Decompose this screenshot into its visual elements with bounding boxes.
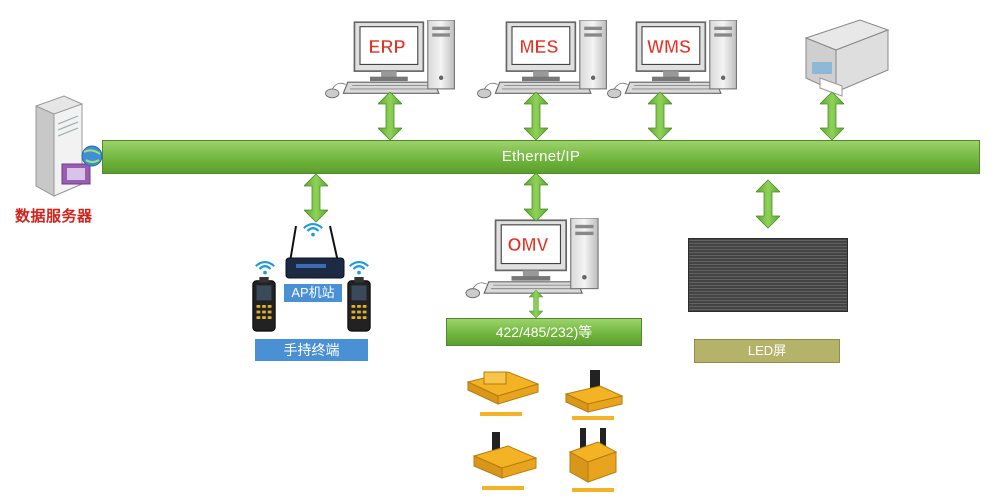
led-screen-label: LED屏 — [694, 339, 840, 363]
wifi-icon-handheld-right — [348, 260, 370, 276]
agv-vehicle-3 — [472, 432, 538, 490]
handheld-device-right — [347, 276, 371, 332]
omv-computer — [465, 218, 599, 299]
ap-router-icon — [285, 225, 345, 279]
agv-vehicle-2 — [564, 370, 624, 420]
system-label-erp: ERP — [368, 37, 405, 57]
arrow-ap-bus — [304, 173, 328, 223]
handheld-device-left — [252, 276, 276, 332]
data-server-icon — [35, 95, 103, 197]
arrow-omv-subbus — [528, 290, 544, 318]
agv-vehicle-4 — [568, 428, 618, 492]
system-label-wms: WMS — [647, 37, 691, 57]
mes-computer — [476, 20, 608, 99]
arrow-wms-bus — [648, 92, 672, 140]
printer-icon — [804, 19, 890, 97]
erp-computer — [324, 20, 456, 99]
wms-computer — [606, 20, 738, 99]
system-label-mes: MES — [519, 37, 558, 57]
arrow-erp-bus — [378, 92, 402, 140]
led-screen-panel — [688, 238, 848, 312]
arrow-omv-bus — [524, 172, 548, 222]
wifi-icon-ap — [302, 222, 324, 238]
system-label-omv: OMV — [507, 235, 548, 255]
wifi-icon-handheld-left — [254, 260, 276, 276]
handheld-terminal-label: 手持终端 — [255, 339, 368, 361]
ethernet-bus-label: Ethernet/IP — [501, 148, 581, 165]
ethernet-bus: Ethernet/IP — [102, 140, 980, 174]
arrow-mes-bus — [524, 92, 548, 140]
arrow-led-bus — [756, 179, 780, 229]
data-server-label: 数据服务器 — [15, 209, 93, 225]
arrow-printer-bus — [820, 92, 844, 140]
serial-bus: 422/485/232)等 — [446, 318, 642, 346]
ap-station-label: AP机站 — [284, 284, 342, 302]
agv-vehicle-1 — [466, 371, 540, 416]
